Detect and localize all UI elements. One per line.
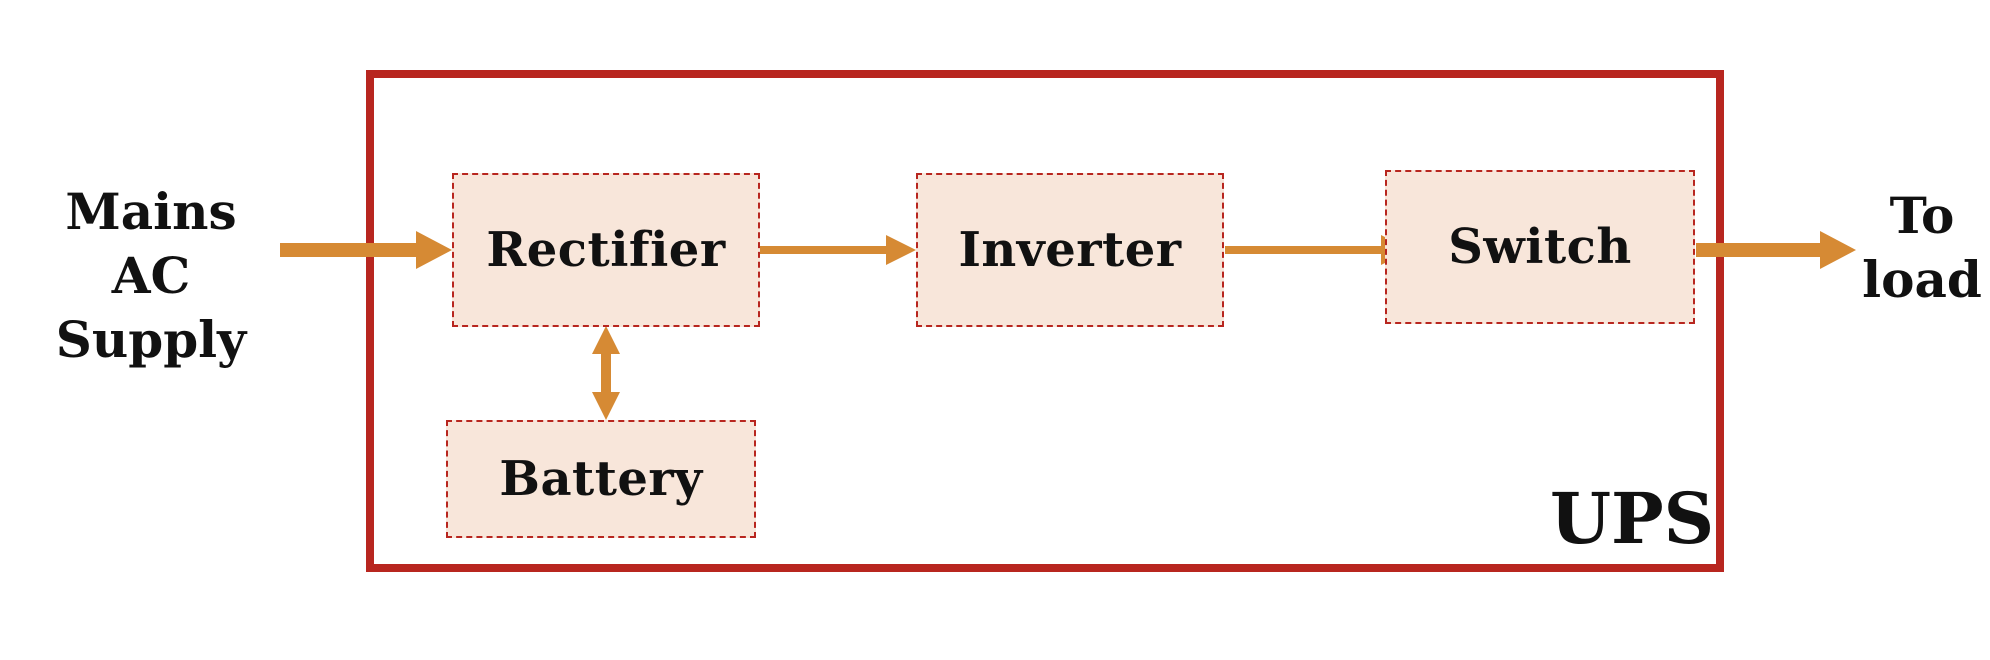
battery-block: Battery [446, 420, 756, 538]
input-label: Mains AC Supply [20, 180, 282, 372]
input-label-line-1: Mains AC [65, 182, 237, 305]
arrow-rectifier-battery-bidirectional [592, 326, 620, 420]
arrow-input-to-rectifier [280, 231, 452, 269]
output-label-line-1: To [1889, 186, 1955, 245]
input-label-line-2: Supply [55, 310, 247, 369]
battery-label: Battery [499, 451, 703, 507]
arrow-inverter-to-switch [1225, 235, 1411, 265]
inverter-block: Inverter [916, 173, 1224, 327]
output-label: To load [1858, 184, 1986, 312]
switch-label: Switch [1448, 219, 1632, 275]
arrow-switch-to-load [1696, 231, 1856, 269]
ups-frame [366, 70, 1724, 572]
inverter-label: Inverter [958, 222, 1182, 278]
rectifier-label: Rectifier [486, 222, 726, 278]
switch-block: Switch [1385, 170, 1695, 324]
rectifier-block: Rectifier [452, 173, 760, 327]
arrow-rectifier-to-inverter [756, 235, 916, 265]
ups-label: UPS [1550, 477, 1715, 560]
output-label-line-2: load [1862, 250, 1982, 309]
